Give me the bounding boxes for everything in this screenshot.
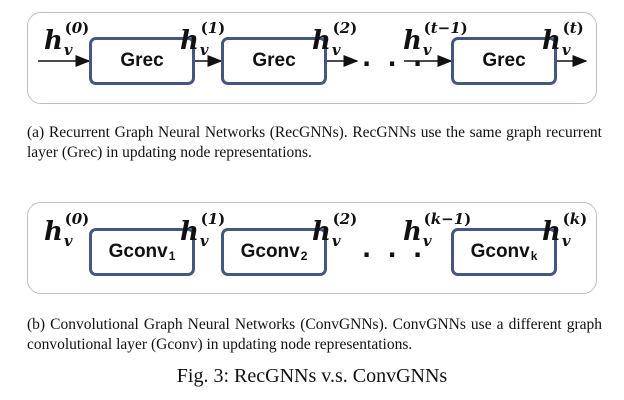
state-ht-1: hv(t−1) bbox=[403, 19, 468, 59]
layer-subscript: 1 bbox=[168, 249, 176, 263]
layer-label: Gconv bbox=[108, 241, 168, 262]
layer-subscript: k bbox=[530, 249, 538, 263]
figure-title: Fig. 3: RecGNNs v.s. ConvGNNs bbox=[176, 365, 448, 387]
layer-label: Gconv bbox=[240, 241, 300, 262]
grec-layer-2: Grec bbox=[221, 37, 327, 85]
state-hk: hv(k) bbox=[542, 210, 588, 250]
ellipsis: · · · bbox=[362, 50, 427, 78]
state-h1: hv(1) bbox=[180, 19, 226, 59]
layer-label: Grec bbox=[252, 50, 296, 71]
state-ht: hv(t) bbox=[542, 19, 584, 59]
state-h0: hv(0) bbox=[44, 210, 90, 250]
caption-a: (a) Recurrent Graph Neural Networks (Rec… bbox=[27, 124, 602, 161]
state-hk-1: hv(k−1) bbox=[403, 210, 472, 250]
caption-b: (b) Convolutional Graph Neural Networks … bbox=[27, 316, 602, 353]
layer-label: Grec bbox=[120, 50, 164, 71]
ellipsis: · · · bbox=[362, 241, 427, 269]
layer-label: Grec bbox=[482, 50, 526, 71]
state-h2: hv(2) bbox=[312, 19, 358, 59]
grec-layer-3: Grec bbox=[451, 37, 557, 85]
state-h2: hv(2) bbox=[312, 210, 358, 250]
state-h1: hv(1) bbox=[180, 210, 226, 250]
layer-label: Gconv bbox=[470, 241, 530, 262]
state-h0: hv(0) bbox=[44, 19, 90, 59]
layer-subscript: 2 bbox=[300, 249, 308, 263]
grec-layer-1: Grec bbox=[89, 37, 195, 85]
